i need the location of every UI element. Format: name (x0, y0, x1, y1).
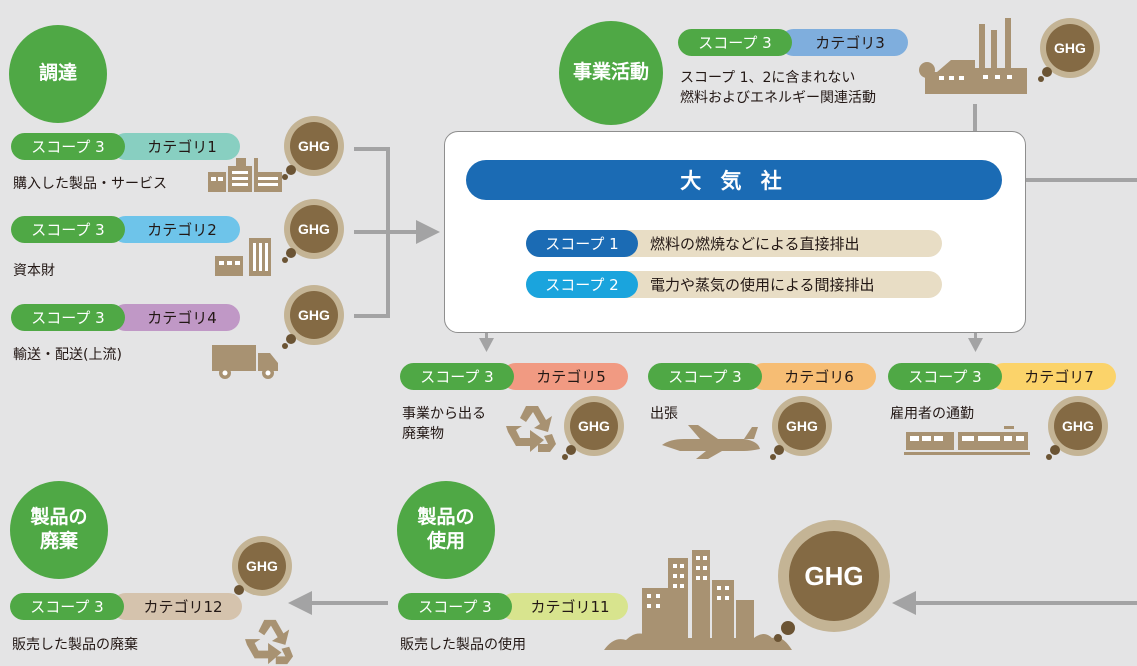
scope1-row: スコープ 1 燃料の燃焼などによる直接排出 (526, 230, 942, 257)
product-disposal-circle: 製品の 廃棄 (10, 481, 108, 579)
cat5-category-pill: カテゴリ5 (502, 363, 628, 390)
scope2-row: スコープ 2 電力や蒸気の使用による間接排出 (526, 271, 942, 298)
connector-return (914, 601, 1137, 605)
cat3-category-pill: カテゴリ3 (780, 29, 908, 56)
cat12-description: 販売した製品の廃棄 (12, 637, 138, 653)
scope2-tag: スコープ 2 (526, 271, 638, 298)
cat3-scope-pill: スコープ 3 (678, 29, 792, 56)
svg-text:GHG: GHG (298, 221, 330, 237)
svg-text:GHG: GHG (1054, 40, 1086, 56)
power-plant-icon (919, 18, 1027, 94)
cat5-description: 事業から出る 廃棄物 (402, 406, 486, 443)
arrow-to-disposal (288, 591, 312, 615)
scope1-tag: スコープ 1 (526, 230, 638, 257)
city-buildings-icon (604, 550, 792, 650)
business-activity-circle: 事業活動 (559, 21, 663, 125)
cat4-category-pill: カテゴリ4 (112, 304, 240, 331)
recycle-icon (245, 619, 294, 665)
cat7-category-pill: カテゴリ7 (990, 363, 1116, 390)
cat4-scope-pill: スコープ 3 (11, 304, 125, 331)
cat11-description: 販売した製品の使用 (400, 637, 526, 653)
cat4-description: 輸送・配送(上流) (13, 347, 122, 363)
product-use-circle: 製品の 使用 (397, 481, 495, 579)
arrow-to-company (416, 220, 440, 244)
arrow-down-cat5 (479, 338, 494, 352)
svg-text:GHG: GHG (1062, 418, 1094, 434)
ghg-icon: GHG (282, 199, 344, 263)
svg-text:GHG: GHG (298, 307, 330, 323)
cat2-category-pill: カテゴリ2 (112, 216, 240, 243)
cat2-scope-pill: スコープ 3 (11, 216, 125, 243)
procurement-circle: 調達 (9, 25, 107, 123)
airplane-icon (662, 425, 760, 459)
cat12-category-pill: カテゴリ12 (112, 593, 242, 620)
ghg-icon: GHG (282, 116, 344, 180)
scope1-desc: 燃料の燃焼などによる直接排出 (650, 235, 860, 253)
ghg-icon: GHG (562, 396, 624, 460)
ghg-icon: GHG (282, 285, 344, 349)
svg-text:GHG: GHG (298, 138, 330, 154)
svg-text:GHG: GHG (804, 561, 863, 591)
train-icon (904, 426, 1030, 455)
building-icon (215, 238, 271, 276)
cat6-scope-pill: スコープ 3 (648, 363, 762, 390)
recycle-icon (506, 406, 556, 452)
truck-icon (212, 345, 278, 379)
cat2-description: 資本財 (13, 263, 55, 279)
ghg-icon-large: GHG (774, 520, 890, 642)
cat7-description: 雇用者の通勤 (890, 406, 974, 422)
ghg-icon: GHG (770, 396, 832, 460)
connector-cat1 (354, 147, 390, 151)
svg-text:GHG: GHG (786, 418, 818, 434)
ghg-icon: GHG (1038, 18, 1100, 82)
cat6-description: 出張 (650, 406, 678, 422)
cat1-description: 購入した製品・サービス (13, 176, 167, 192)
ghg-icon: GHG (1046, 396, 1108, 460)
ghg-icon: GHG (230, 536, 292, 600)
cat3-description: スコープ 1、2に含まれない 燃料およびエネルギー関連活動 (680, 70, 876, 107)
cat7-scope-pill: スコープ 3 (888, 363, 1002, 390)
connector-cat2 (354, 230, 418, 234)
arrow-to-use (892, 591, 916, 615)
scope2-desc: 電力や蒸気の使用による間接排出 (650, 276, 875, 294)
cat6-category-pill: カテゴリ6 (750, 363, 876, 390)
cat5-scope-pill: スコープ 3 (400, 363, 514, 390)
connector-cat3 (973, 104, 977, 146)
cat1-category-pill: カテゴリ1 (112, 133, 240, 160)
cat1-scope-pill: スコープ 3 (11, 133, 125, 160)
svg-text:GHG: GHG (578, 418, 610, 434)
connector-disposal (310, 601, 388, 605)
factory-building-icon (208, 158, 282, 192)
company-name: 大 気 社 (466, 160, 1002, 200)
arrow-down-cat7 (968, 338, 983, 352)
cat11-category-pill: カテゴリ11 (500, 593, 628, 620)
svg-text:GHG: GHG (246, 558, 278, 574)
cat11-scope-pill: スコープ 3 (398, 593, 512, 620)
connector-cat4 (354, 314, 390, 318)
cat12-scope-pill: スコープ 3 (10, 593, 124, 620)
connector-company-right (1000, 178, 1137, 182)
